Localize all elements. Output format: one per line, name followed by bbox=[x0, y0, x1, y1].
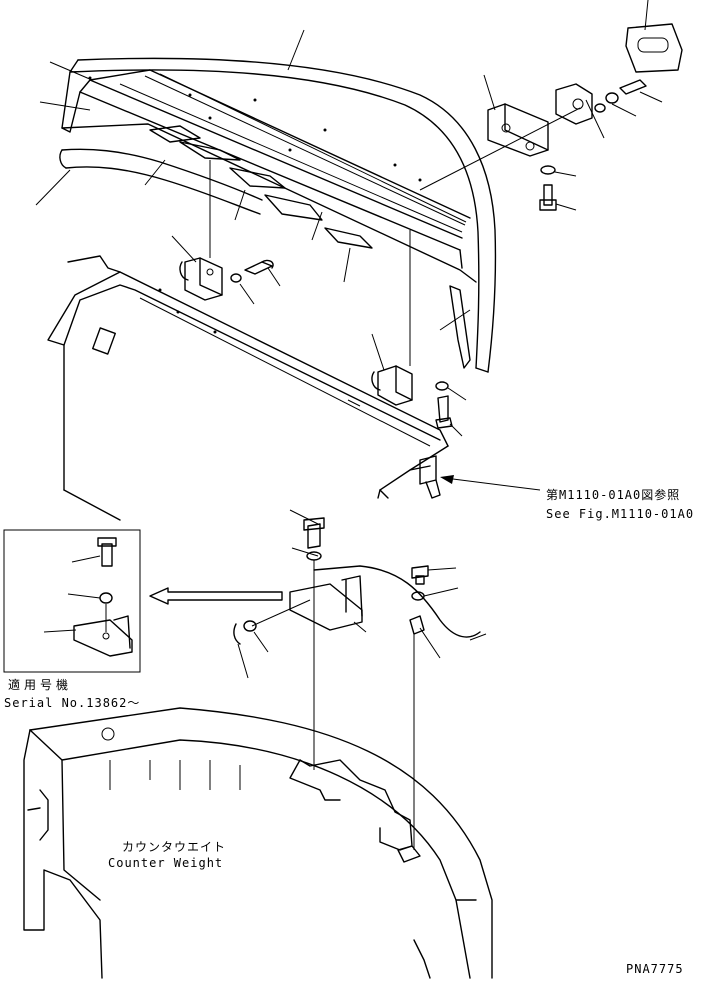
reference-label-en: See Fig.M1110-01A0 bbox=[546, 507, 695, 521]
hinge-right bbox=[371, 230, 453, 429]
counterweight bbox=[23, 707, 493, 979]
reference-label-ja: 第M1110-01A0図参照 bbox=[546, 488, 681, 502]
serial-label-ja: 適用号機 bbox=[8, 678, 73, 692]
latch-bracket bbox=[419, 23, 683, 211]
serial-label-en: Serial No.13862～ bbox=[4, 696, 141, 710]
counterweight-label-en: Counter Weight bbox=[108, 856, 224, 870]
counterweight-label-ja: カウンタウエイト bbox=[122, 840, 227, 854]
drawing-code: PNA7775 bbox=[626, 962, 684, 976]
reference-arrow bbox=[440, 475, 541, 491]
hinge-left bbox=[179, 160, 223, 301]
serial-inset bbox=[3, 529, 141, 673]
radiator-box bbox=[47, 255, 449, 521]
inset-arrow bbox=[149, 587, 283, 605]
leader-lines bbox=[35, 0, 663, 679]
bolt-left bbox=[230, 259, 274, 283]
engine-hood-cover bbox=[59, 57, 497, 373]
lower-brackets bbox=[233, 517, 481, 850]
